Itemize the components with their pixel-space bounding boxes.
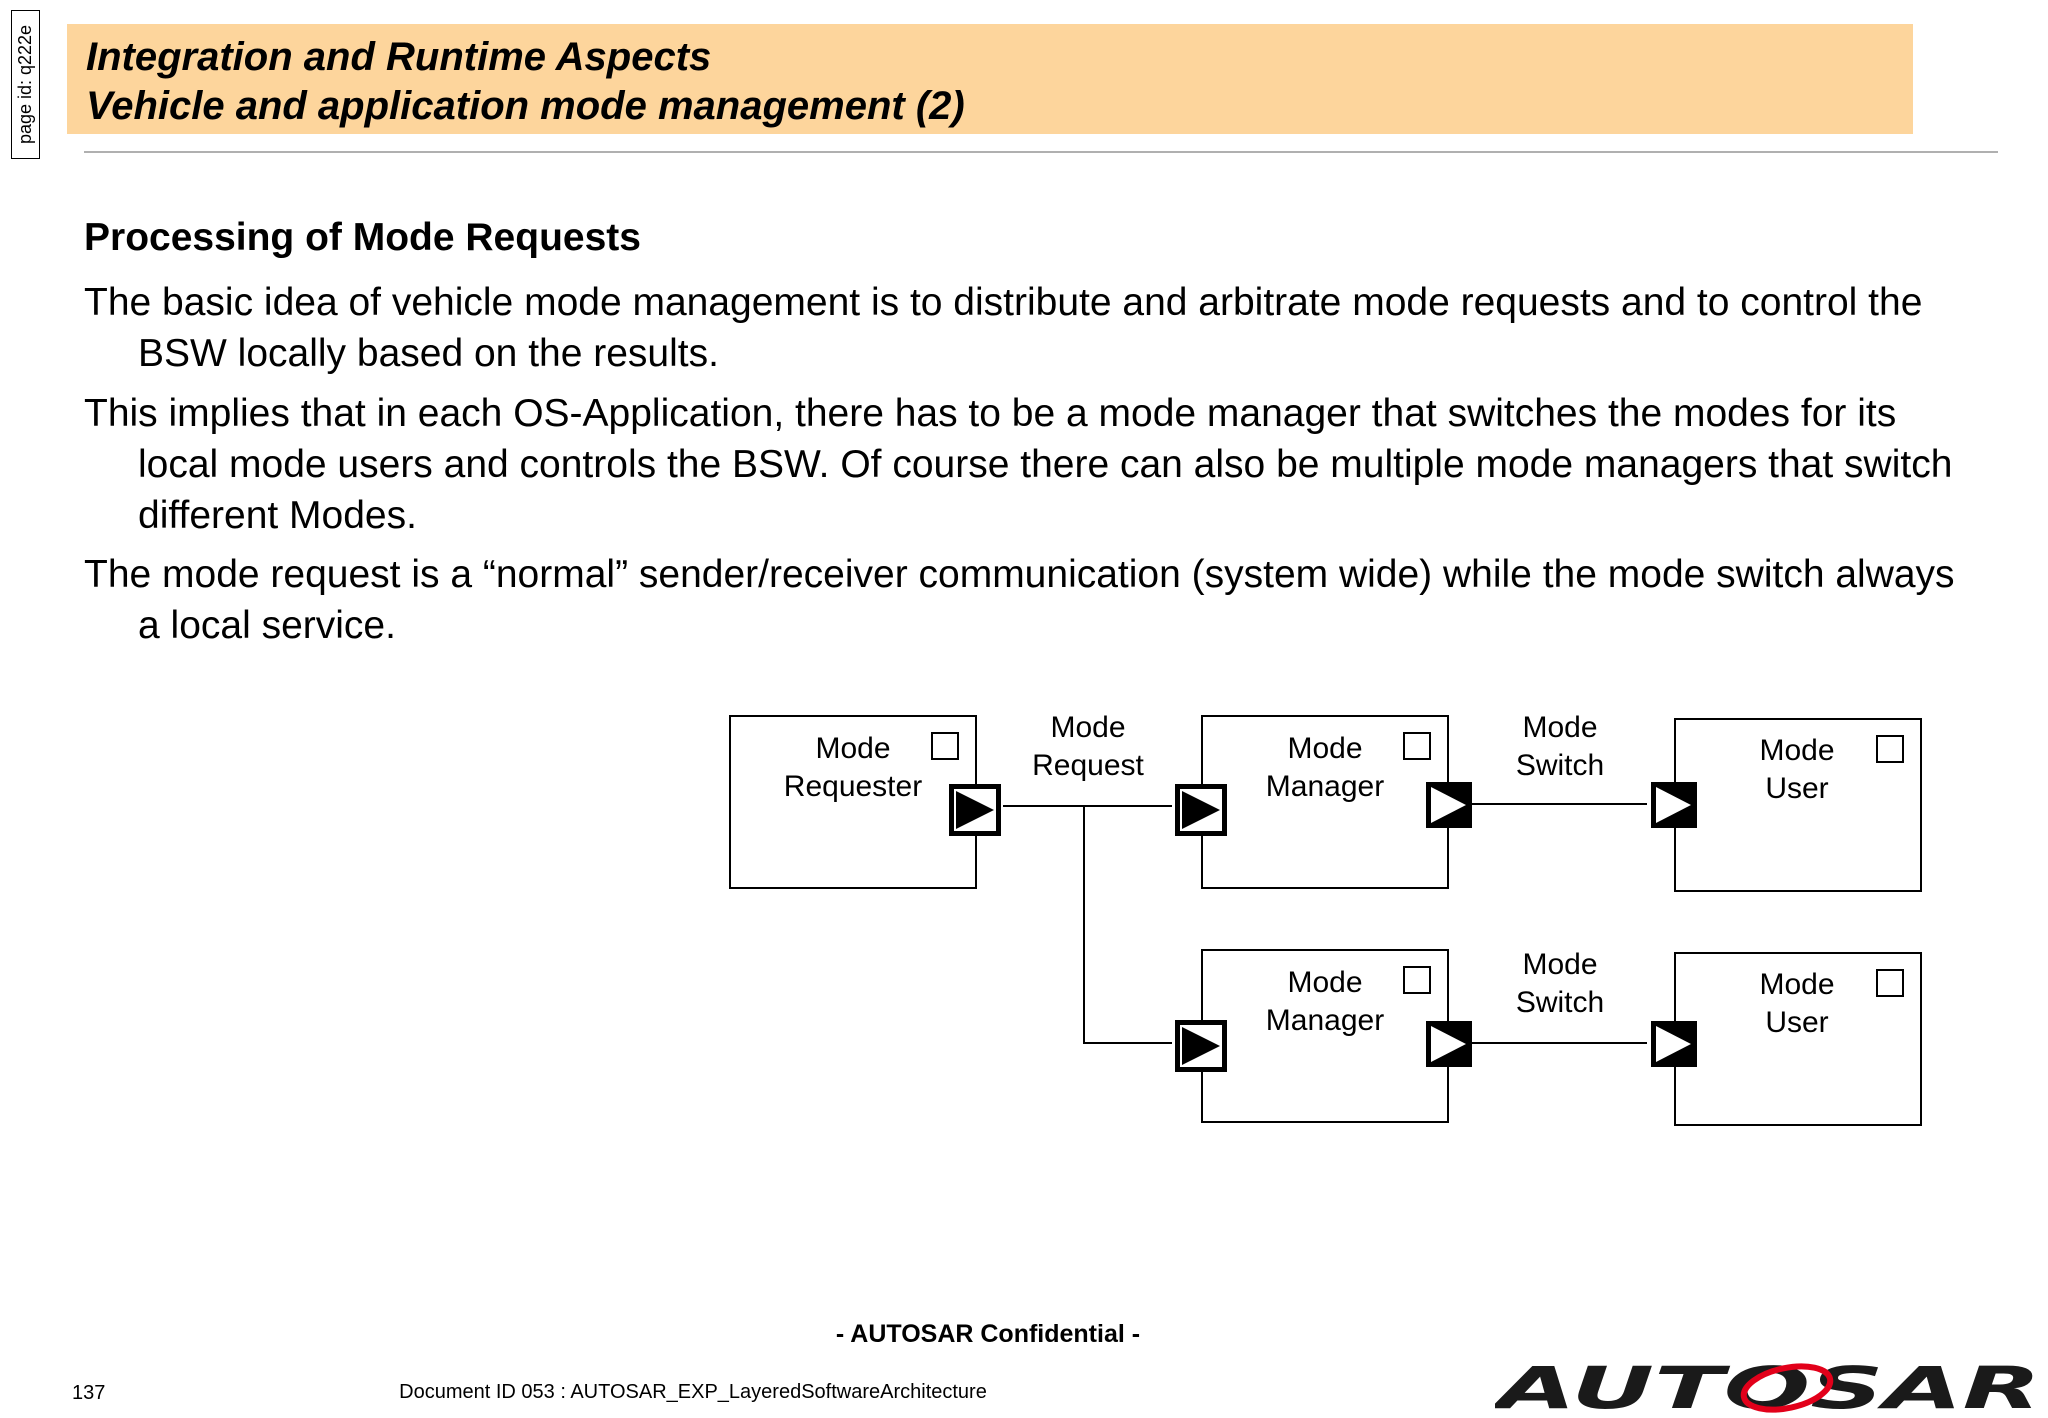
component-icon <box>931 732 959 760</box>
requester-label-1: Mode <box>815 732 890 765</box>
document-id: Document ID 053 : AUTOSAR_EXP_LayeredSof… <box>399 1381 987 1403</box>
user-top-label-1: Mode <box>1759 734 1834 767</box>
mode-switch-top-label-2: Switch <box>1516 749 1604 782</box>
mode-manager-bottom-box: Mode Manager <box>1175 949 1472 1123</box>
mode-switch-port-icon <box>1426 782 1472 828</box>
mode-user-bottom-box: Mode User <box>1651 952 1922 1126</box>
paragraph-3: The mode request is a “normal” sender/re… <box>84 553 1955 647</box>
autosar-logo: AUTOSAR <box>1495 1355 2041 1415</box>
mode-switch-bottom-label-2: Switch <box>1516 986 1604 1019</box>
manager-top-label-2: Manager <box>1266 770 1384 803</box>
title-line-1: Integration and Runtime Aspects <box>86 35 712 79</box>
title-band <box>67 24 1913 134</box>
component-icon <box>1876 969 1904 997</box>
mode-switch-receiver-port-icon <box>1651 1021 1697 1067</box>
mode-manager-top-box: Mode Manager <box>1175 715 1472 889</box>
logo-swoosh-icon <box>1740 1363 1834 1413</box>
title-divider <box>84 151 1998 153</box>
requester-label-2: Requester <box>784 770 922 803</box>
page-number: 137 <box>72 1382 106 1404</box>
page-id-label: page id: q222e <box>11 10 40 159</box>
manager-bottom-label-2: Manager <box>1266 1004 1384 1037</box>
mode-switch-port-icon <box>1426 1021 1472 1067</box>
manager-top-label-1: Mode <box>1287 732 1362 765</box>
connector-lines <box>1003 803 1647 1044</box>
paragraph-1: The basic idea of vehicle mode managemen… <box>84 281 1923 375</box>
sender-port-icon <box>949 784 1001 836</box>
component-icon <box>1876 735 1904 763</box>
receiver-port-icon <box>1175 784 1227 836</box>
section-heading: Processing of Mode Requests <box>84 216 641 259</box>
manager-bottom-label-1: Mode <box>1287 966 1362 999</box>
mode-switch-bottom-label-1: Mode <box>1522 948 1597 981</box>
component-icon <box>1403 732 1431 760</box>
user-bottom-label-1: Mode <box>1759 968 1834 1001</box>
user-top-label-2: User <box>1765 772 1828 805</box>
mode-requester-box: Mode Requester <box>729 715 1001 889</box>
mode-switch-receiver-port-icon <box>1651 782 1697 828</box>
user-bottom-label-2: User <box>1765 1006 1828 1039</box>
confidential-notice: - AUTOSAR Confidential - <box>835 1320 1141 1348</box>
component-icon <box>1403 966 1431 994</box>
paragraph-2: This implies that in each OS-Application… <box>84 392 1953 537</box>
mode-request-label-1: Mode <box>1050 711 1125 744</box>
line-request-to-manager-bottom <box>1083 806 1172 1044</box>
mode-user-top-box: Mode User <box>1651 718 1922 892</box>
title-line-2: Vehicle and application mode management … <box>86 84 965 128</box>
receiver-port-icon <box>1175 1020 1227 1072</box>
logo-wordmark: AUTOSAR <box>1495 1355 2041 1415</box>
mode-switch-top-label-1: Mode <box>1522 711 1597 744</box>
mode-request-label-2: Request <box>1032 749 1144 782</box>
